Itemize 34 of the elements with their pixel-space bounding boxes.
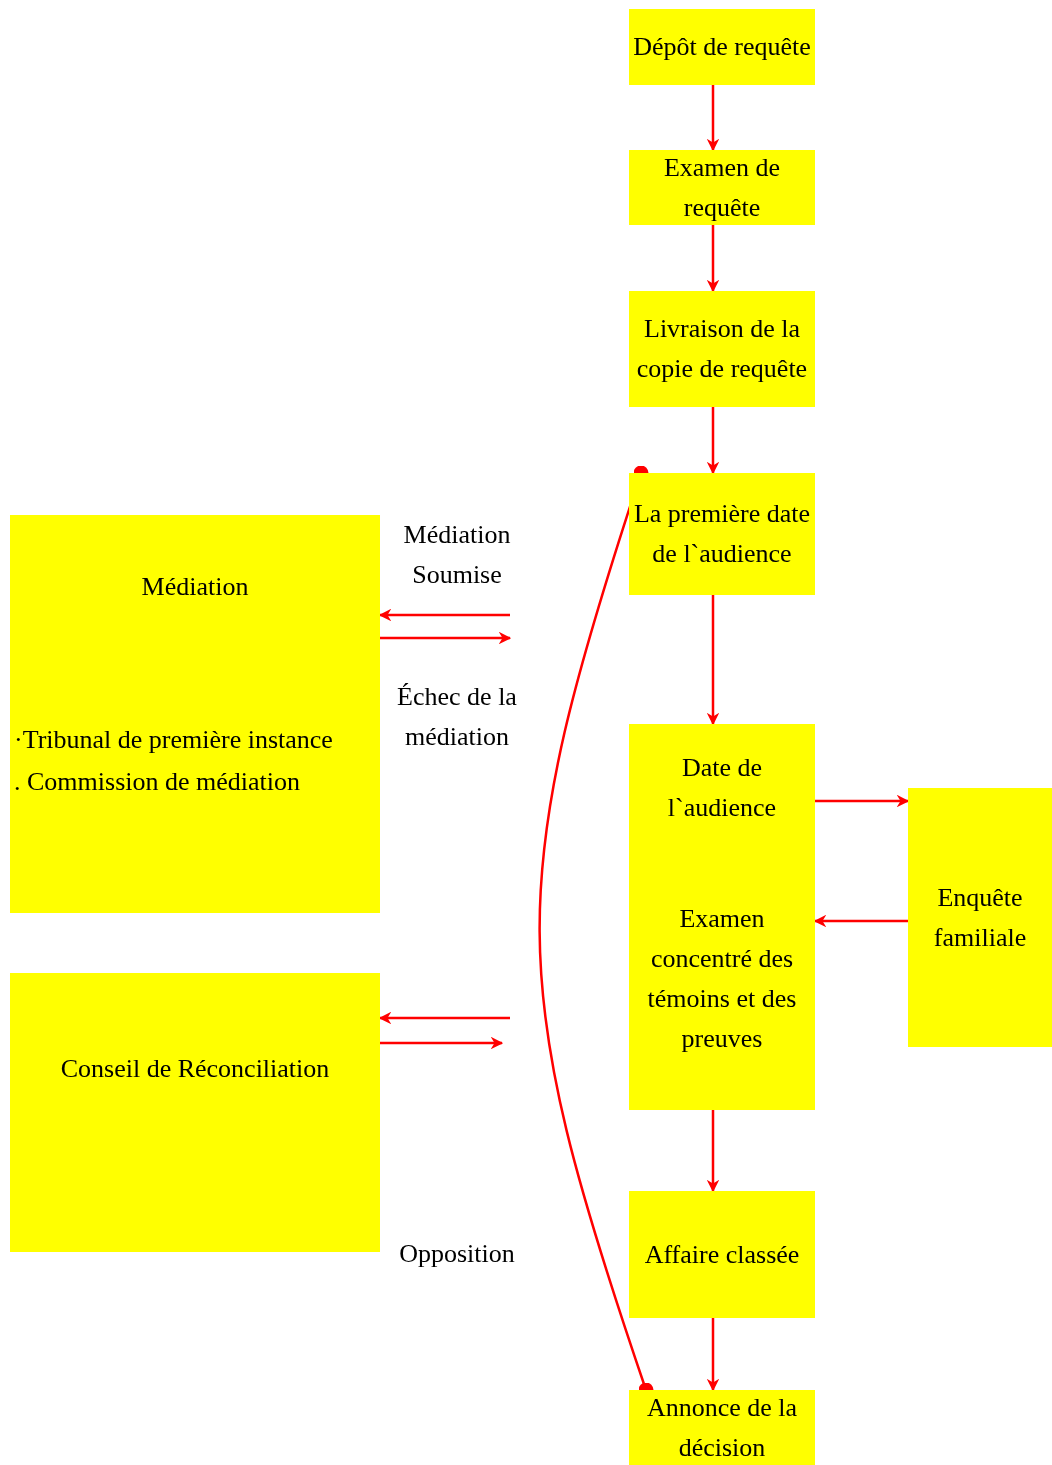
arrow	[380, 631, 512, 645]
process-box	[629, 1191, 815, 1318]
node-text: Affaire classée	[644, 1238, 800, 1271]
arrow	[706, 595, 720, 726]
arrow	[706, 225, 720, 293]
process-box	[10, 658, 380, 913]
arrow	[706, 85, 720, 152]
node-text: Livraison de la copie de requête	[635, 313, 809, 385]
node-text: Annonce de la décision	[645, 1391, 799, 1464]
process-box	[629, 291, 815, 407]
node-text: Examen de requête	[662, 151, 782, 224]
arrow	[706, 1318, 720, 1392]
arrow	[706, 1110, 720, 1193]
node-text: Conseil de Réconciliation	[60, 1053, 330, 1085]
node-text: Date de l`audience	[666, 751, 778, 824]
node-text: . Commission de médiation	[14, 766, 300, 798]
process-box	[629, 9, 815, 85]
node-text: Examen concentré des témoins et des preuves	[646, 903, 798, 1055]
arrow	[380, 1036, 504, 1050]
process-box	[629, 473, 815, 595]
arrow	[815, 794, 910, 808]
node-text: ·Tribunal de première instance	[14, 724, 333, 756]
process-box	[629, 1390, 815, 1465]
process-box	[629, 724, 815, 851]
process-box	[629, 851, 815, 1110]
process-box	[629, 150, 815, 225]
node-text: Enquête familiale	[932, 881, 1028, 954]
node-text: Dépôt de requête	[633, 31, 811, 63]
process-box	[908, 788, 1052, 1047]
node-text: Médiation	[141, 570, 249, 603]
process-box	[10, 515, 380, 658]
arrow	[706, 407, 720, 475]
process-box	[10, 973, 380, 1252]
node-text: La première date de l`audience	[633, 498, 811, 570]
